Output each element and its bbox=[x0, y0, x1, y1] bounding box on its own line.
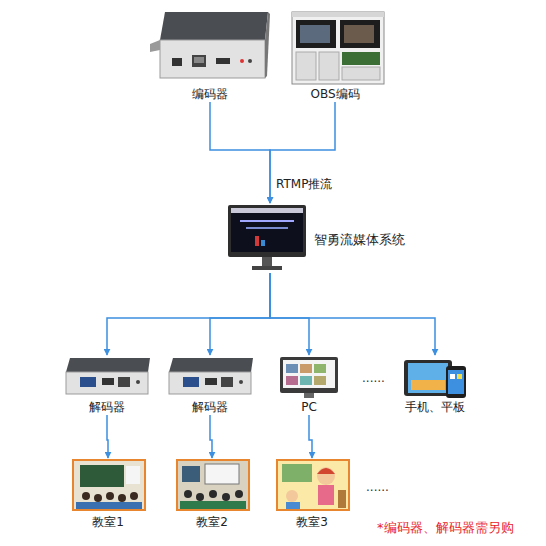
classroom-cartoon bbox=[277, 460, 349, 510]
flow-connector bbox=[107, 273, 270, 355]
classroom-photo bbox=[73, 460, 145, 510]
node-label: 解码器 bbox=[60, 400, 154, 414]
ellipsis-label: ...... bbox=[362, 371, 385, 385]
obs-node: OBS编码 bbox=[285, 10, 385, 102]
flow-connector bbox=[270, 273, 309, 355]
purchase-note: *编码器、解码器需另购 bbox=[377, 521, 514, 535]
decoder-device bbox=[169, 358, 253, 394]
node-label: PC bbox=[275, 400, 343, 414]
server-monitor bbox=[228, 205, 306, 270]
node-label: 教室2 bbox=[174, 515, 250, 529]
encoder-device bbox=[150, 12, 270, 78]
node-label: 编码器 bbox=[150, 87, 270, 101]
media-system-node: 智勇流媒体系统 bbox=[226, 203, 426, 273]
ellipsis-label: ...... bbox=[366, 480, 389, 494]
classroom-photo bbox=[177, 460, 249, 510]
edge-label: RTMP推流 bbox=[276, 177, 332, 191]
decoder-node: 解码器 bbox=[60, 355, 154, 415]
flow-connector bbox=[210, 415, 212, 458]
node-label: 智勇流媒体系统 bbox=[314, 233, 405, 247]
pc-node: PC bbox=[275, 355, 343, 415]
flow-connector bbox=[270, 102, 335, 203]
node-label: 教室1 bbox=[70, 515, 146, 529]
classroom-node: 教室1 bbox=[70, 458, 146, 530]
mobile-devices bbox=[404, 360, 466, 398]
node-label: 手机、平板 bbox=[400, 400, 470, 414]
node-label: OBS编码 bbox=[285, 87, 385, 101]
flow-connector bbox=[309, 415, 312, 458]
encoder-node: 编码器 bbox=[150, 12, 270, 102]
flow-connector bbox=[210, 273, 270, 355]
node-label: 解码器 bbox=[163, 400, 257, 414]
obs-window bbox=[292, 12, 384, 84]
decoder-node: 解码器 bbox=[163, 355, 257, 415]
flow-connector bbox=[107, 415, 108, 458]
flow-connector bbox=[270, 273, 435, 355]
node-label: 教室3 bbox=[274, 515, 350, 529]
pc-monitor bbox=[280, 357, 338, 398]
flow-connector bbox=[210, 102, 270, 203]
mobile-node: 手机、平板 bbox=[400, 355, 470, 415]
classroom-node: 教室3 bbox=[274, 458, 350, 530]
classroom-node: 教室2 bbox=[174, 458, 250, 530]
decoder-device bbox=[66, 358, 150, 394]
